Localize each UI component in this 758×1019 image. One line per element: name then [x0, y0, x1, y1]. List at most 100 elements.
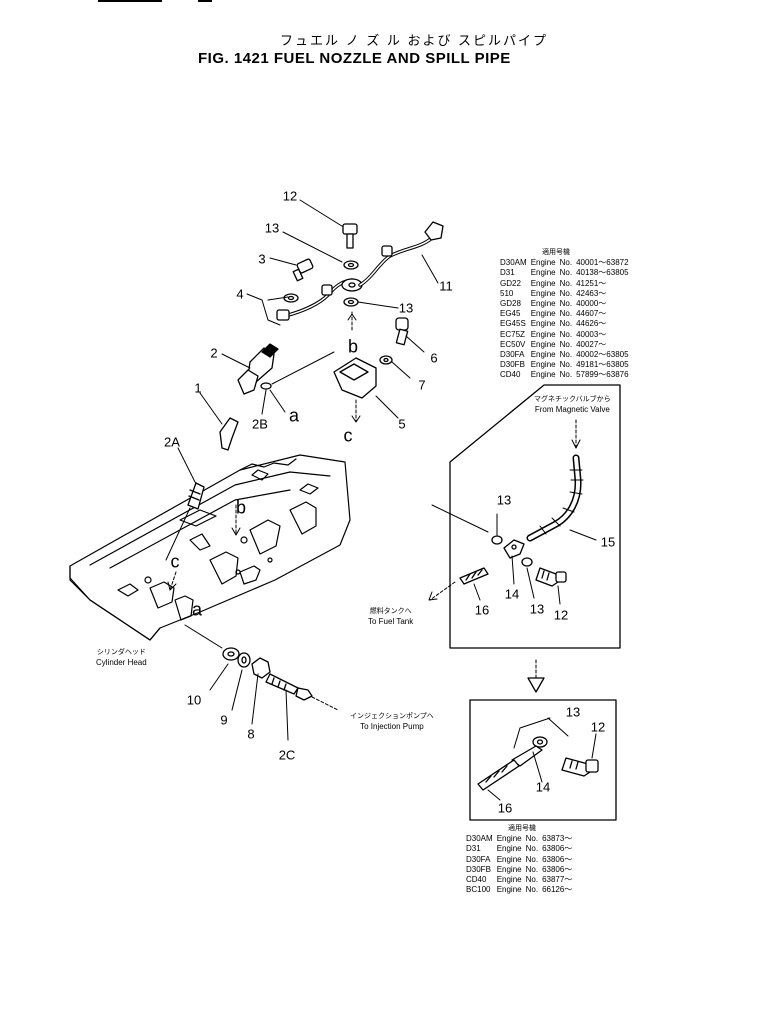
model-cell: CD40	[500, 370, 521, 380]
model-cell: D30FA	[500, 350, 525, 360]
ref-letter-b-head: b	[235, 497, 247, 518]
part-label-6: 6	[430, 350, 438, 366]
part-label-2: 2	[210, 345, 218, 361]
engine-cell: Engine	[530, 288, 556, 298]
bolt-12-top	[299, 199, 358, 249]
engine-cell: Engine	[496, 854, 522, 864]
serial-range-cell: 44607～	[576, 309, 607, 319]
no-cell: No.	[559, 360, 573, 370]
part-label-10: 10	[186, 692, 202, 708]
part-label-15: 15	[600, 534, 616, 550]
overflow-fitting	[209, 647, 339, 741]
note-to-injection-pump: インジェクションポンプへ To Injection Pump	[350, 712, 434, 732]
part-label-12-top: 12	[282, 188, 298, 204]
nozzle-1	[199, 392, 239, 451]
model-cell: D30AM	[466, 834, 493, 844]
lower-box	[469, 699, 617, 821]
bolt-3	[269, 257, 314, 282]
engine-cell: Engine	[530, 370, 556, 380]
no-cell: No.	[559, 319, 573, 329]
serial-range-cell: 63873～	[542, 834, 573, 844]
serial-range-cell: 40002～63805	[576, 350, 629, 360]
model-cell: D31	[466, 844, 481, 854]
ref-letter-c-head: c	[170, 551, 180, 572]
engine-cell: Engine	[530, 258, 556, 268]
part-label-2A: 2A	[164, 434, 180, 450]
model-cell: 510	[500, 288, 514, 298]
no-cell: No.	[559, 350, 573, 360]
part-label-16-box: 16	[474, 602, 490, 618]
title-japanese: フュエル ノ ズ ル および スピルパイプ	[280, 33, 549, 48]
part-label-12-lower: 12	[590, 719, 606, 735]
serial-range-cell: 42463～	[576, 288, 607, 298]
engine-cell: Engine	[496, 834, 522, 844]
washer-13-top	[282, 231, 359, 270]
serial-range-cell: 49181～63805	[576, 360, 629, 370]
spill-pipe-box	[428, 384, 621, 649]
engine-cell: Engine	[530, 309, 556, 319]
crop-mark-left	[98, 0, 162, 2]
part-label-4: 4	[236, 286, 244, 302]
serial-table-upper-header: 適用号機	[542, 249, 570, 256]
model-cell: EG45	[500, 309, 521, 319]
part-label-13-box: 13	[496, 492, 512, 508]
engine-cell: Engine	[496, 864, 522, 874]
model-cell: D30FA	[466, 854, 491, 864]
ref-letter-c-top: c	[343, 425, 353, 446]
engine-cell: Engine	[530, 268, 556, 278]
part-label-13-mid: 13	[398, 300, 414, 316]
model-cell: D30FB	[466, 864, 491, 874]
model-cell: GD22	[500, 278, 521, 288]
engine-cell: Engine	[530, 319, 556, 329]
engine-cell: Engine	[496, 844, 522, 854]
no-cell: No.	[559, 299, 573, 309]
figure-title: FIG. 1421 FUEL NOZZLE AND SPILL PIPE	[198, 50, 511, 67]
model-cell: EG45S	[500, 319, 526, 329]
note-cylinder-head-jp: シリンダヘッド	[96, 649, 146, 656]
no-cell: No.	[559, 309, 573, 319]
no-cell: No.	[559, 288, 573, 298]
no-cell: No.	[525, 885, 539, 895]
engine-cell: Engine	[530, 339, 556, 349]
serial-range-cell: 57899～63876	[576, 370, 629, 380]
no-cell: No.	[559, 339, 573, 349]
note-cylinder-head: シリンダヘッド Cylinder Head	[96, 648, 147, 668]
engine-cell: Engine	[530, 360, 556, 370]
engine-cell: Engine	[530, 350, 556, 360]
note-to-fuel-tank-jp: 燃料タンクへ	[369, 608, 412, 615]
ref-letter-b-top: b	[347, 336, 359, 357]
model-cell: D31	[500, 268, 515, 278]
part-label-13-top: 13	[264, 220, 280, 236]
model-cell: D30AM	[500, 258, 527, 268]
model-cell: EC75Z	[500, 329, 525, 339]
engine-cell: Engine	[496, 885, 522, 895]
serial-range-cell: 41251～	[576, 278, 607, 288]
serial-range-cell: 63806～	[542, 864, 573, 874]
arrow-down-to-lower-box	[527, 659, 545, 693]
serial-range-cell: 63806～	[542, 854, 573, 864]
note-to-injection-pump-en: To Injection Pump	[360, 722, 424, 731]
part-label-13-box-lower: 13	[529, 601, 545, 617]
nozzle-holder-2	[221, 343, 279, 395]
part-label-8: 8	[247, 726, 255, 742]
part-label-7: 7	[418, 377, 426, 393]
note-from-magnetic-valve: マグネチックバルブから From Magnetic Valve	[534, 395, 611, 415]
model-cell: CD40	[466, 875, 487, 885]
serial-range-cell: 63806～	[542, 844, 573, 854]
ref-letter-a-top: a	[288, 405, 300, 426]
